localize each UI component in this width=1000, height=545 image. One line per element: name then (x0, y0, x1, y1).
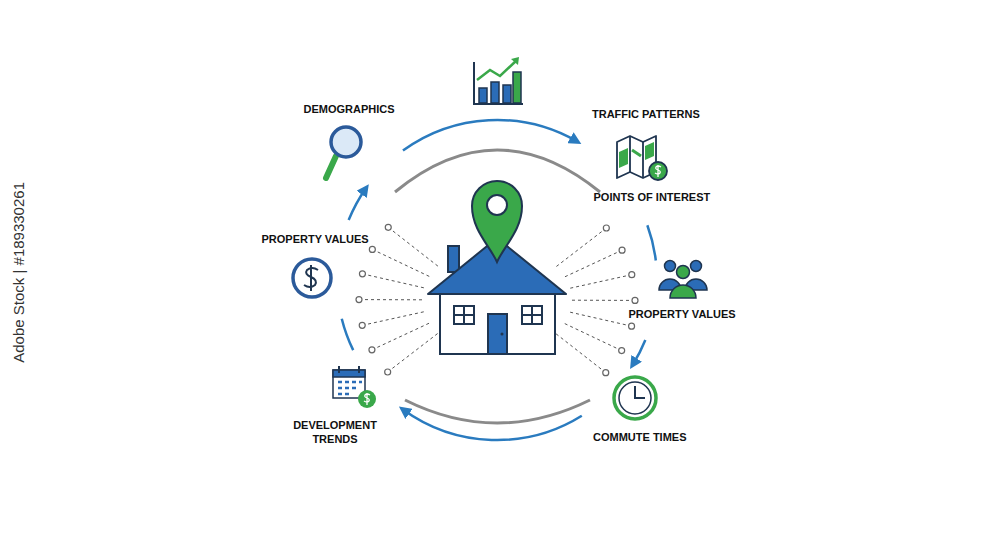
calendar-icon-part (364, 393, 370, 405)
ray-dot (359, 271, 365, 277)
house-icon-part (440, 292, 555, 354)
chart-icon-part (491, 82, 499, 103)
inner-arc (395, 150, 600, 423)
ray-dot (369, 347, 375, 353)
house-icon (428, 181, 566, 354)
people-icon-part (691, 261, 702, 272)
ray-dot (385, 224, 391, 230)
house-icon-part (501, 333, 504, 336)
dashed-ray (565, 324, 622, 351)
cycle-arrow (403, 120, 577, 151)
dollar-icon (293, 259, 331, 297)
dashed-ray (372, 249, 429, 276)
calendar-icon (333, 366, 376, 408)
people-icon-part (677, 266, 690, 279)
ray-dot (603, 370, 609, 376)
ray-dot (632, 297, 638, 303)
clock-icon-part (614, 377, 656, 419)
cycle-arrow (342, 319, 353, 350)
house-icon-part (448, 246, 459, 272)
ray-dot (369, 246, 375, 252)
dashed-ray (556, 228, 606, 266)
map-icon-part (619, 148, 628, 168)
house-icon-part (454, 306, 474, 324)
watermark-text: Adobe Stock | #189330261 (9, 182, 28, 363)
factor-label: PROPERTY VALUES (262, 233, 369, 247)
factor-label: POINTS OF INTEREST (594, 191, 711, 205)
house-icon-part (454, 306, 474, 324)
magnifier-icon (326, 127, 361, 178)
dashed-ray (565, 250, 622, 277)
factor-label: TRAFFIC PATTERNS (592, 108, 700, 122)
clock-icon-part (635, 386, 645, 398)
cycle-arrow (633, 340, 646, 365)
chart-icon-part (503, 85, 511, 103)
factor-label: PROPERTY VALUES (629, 308, 736, 322)
magnifier-icon-part (331, 127, 361, 157)
dashed-ray (362, 274, 423, 288)
factor-label: COMMUTE TIMES (593, 431, 687, 445)
map-icon (617, 136, 667, 180)
magnifier-icon-part (326, 156, 336, 178)
dashed-ray (572, 300, 635, 301)
dashed-ray (359, 299, 422, 300)
house-icon-part (522, 306, 542, 324)
dashed-ray (372, 323, 429, 350)
dashed-ray (570, 312, 631, 326)
factor-label: DEVELOPMENT TRENDS (288, 419, 383, 447)
dashed-ray (570, 275, 632, 289)
map-icon-part (655, 165, 661, 177)
chart-icon-part (513, 72, 521, 103)
chart-icon-part (477, 60, 517, 80)
ray-dot (619, 348, 625, 354)
chart-icon-part (474, 62, 523, 104)
ray-dot (629, 323, 635, 329)
dashed-ray (362, 312, 424, 326)
ray-dot (385, 369, 391, 375)
house-icon-part (472, 181, 522, 262)
chart-icon (474, 57, 523, 104)
house-icon-part (488, 314, 507, 354)
map-icon-part (649, 162, 667, 180)
calendar-icon-part (339, 366, 359, 373)
ray-dot (356, 297, 362, 303)
calendar-icon-part (358, 390, 376, 408)
cycle-arrow (647, 225, 655, 260)
clock-icon (614, 377, 656, 419)
map-icon-part (645, 142, 654, 160)
clock-icon-part (619, 382, 651, 414)
cycle-arcs (342, 120, 656, 440)
people-icon-part (670, 285, 696, 298)
map-icon-part (630, 136, 643, 178)
map-icon-part (632, 150, 641, 156)
people-icon-part (665, 261, 676, 272)
factor-label: DEMOGRAPHICS (304, 103, 395, 117)
chart-icon-part (479, 88, 487, 103)
calendar-icon-part (338, 382, 362, 394)
ray-dot (619, 247, 625, 253)
house-icon-part (522, 306, 542, 324)
dollar-icon-part (304, 265, 318, 291)
chart-icon-part (511, 57, 519, 65)
inner-arc-part (405, 400, 590, 423)
dollar-icon-part (293, 259, 331, 297)
cycle-arrow (349, 188, 366, 220)
house-icon-part (487, 195, 507, 215)
ray-dot (603, 225, 609, 231)
people-icon (659, 261, 707, 299)
ray-dot (359, 322, 365, 328)
ray-dot (629, 272, 635, 278)
dashed-ray (388, 334, 438, 372)
calendar-icon-part (333, 370, 365, 377)
